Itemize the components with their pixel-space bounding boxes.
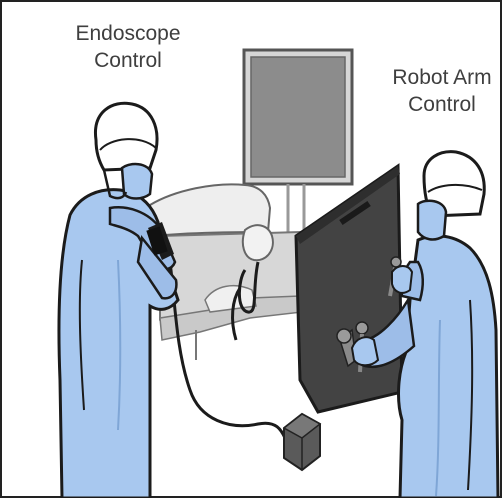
- endoscope-control-label: Endoscope Control: [48, 20, 208, 74]
- endoscope-control-line-1: Endoscope: [48, 20, 208, 47]
- endoscope-control-line-2: Control: [48, 47, 208, 74]
- robot-arm-control-line-1: Robot Arm: [372, 64, 502, 91]
- robot-arm-control-line-2: Control: [372, 91, 502, 118]
- robot-arm-control-label: Robot Arm Control: [372, 64, 502, 118]
